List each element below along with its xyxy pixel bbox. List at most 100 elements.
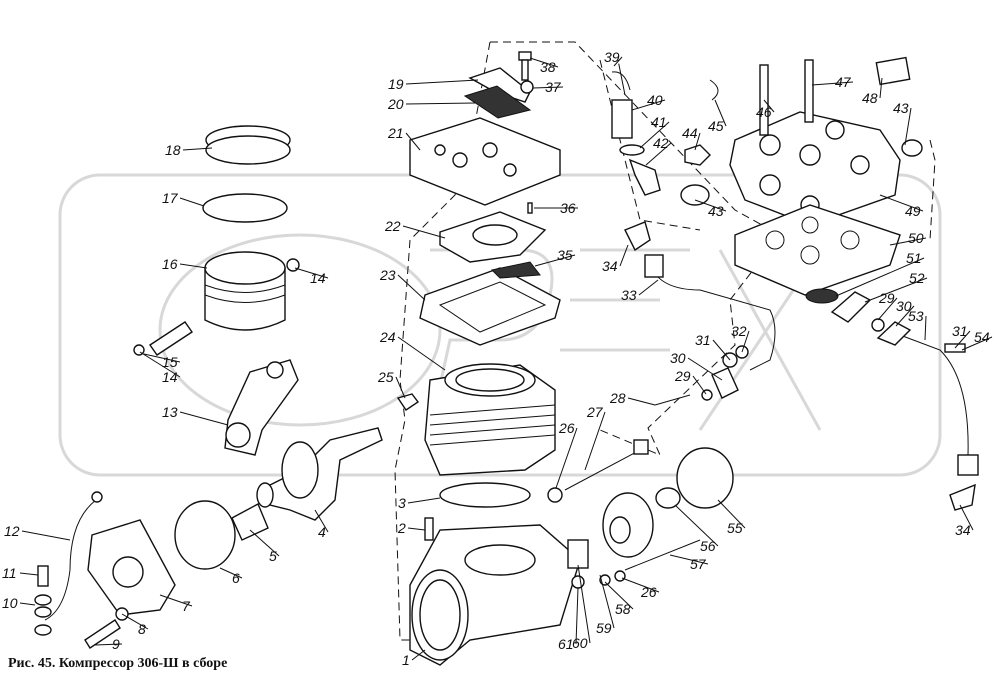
leader-line (397, 274, 426, 301)
callout-50: 50 (908, 230, 924, 246)
leader-line (954, 330, 971, 349)
callout-31: 31 (695, 332, 711, 348)
leader-line (613, 56, 623, 67)
leader-line (638, 279, 659, 296)
callout-11: 11 (2, 565, 17, 581)
leader-line (895, 305, 915, 327)
leader-line (555, 427, 578, 489)
callout-30: 30 (670, 350, 686, 366)
callout-56: 56 (700, 538, 716, 554)
callout-29: 29 (878, 290, 895, 306)
callout-32: 32 (731, 323, 747, 339)
callout-12: 12 (4, 523, 20, 539)
callout-41: 41 (651, 114, 667, 130)
leader-line (19, 602, 36, 606)
leader-line (143, 353, 181, 363)
callout-33: 33 (621, 287, 637, 303)
leader-line (904, 107, 912, 146)
callout-26: 26 (558, 420, 575, 436)
leader-line (631, 99, 666, 111)
callout-61: 61 (558, 636, 574, 652)
callout-57: 57 (690, 556, 707, 572)
leader-line (692, 375, 707, 395)
callout-36: 36 (560, 200, 576, 216)
leader-line (811, 81, 854, 86)
leader-line (121, 613, 149, 630)
leader-line (864, 277, 928, 303)
callout-35: 35 (557, 247, 573, 263)
callout-37: 37 (545, 79, 562, 95)
callout-46: 46 (756, 104, 772, 120)
callout-27: 27 (586, 404, 604, 420)
callout-49: 49 (905, 203, 921, 219)
leader-line (532, 86, 564, 89)
leader-lines (19, 56, 993, 661)
callout-23: 23 (379, 267, 396, 283)
callout-4: 4 (318, 524, 326, 540)
callout-29: 29 (674, 368, 691, 384)
leader-line (959, 504, 974, 531)
callout-51: 51 (906, 250, 922, 266)
leader-line (21, 530, 71, 541)
leader-line (139, 351, 181, 378)
leader-line (604, 581, 634, 610)
callout-59: 59 (596, 620, 612, 636)
callout-20: 20 (387, 96, 404, 112)
leader-line (621, 577, 660, 593)
callout-31: 31 (952, 323, 968, 339)
callout-6: 6 (232, 570, 240, 586)
leader-line (179, 263, 208, 269)
leader-line (763, 99, 775, 113)
callout-43: 43 (893, 100, 909, 116)
leader-line (924, 315, 927, 341)
callout-25: 25 (377, 369, 394, 385)
callout-18: 18 (165, 142, 181, 158)
leader-line (619, 244, 629, 267)
callout-28: 28 (609, 390, 626, 406)
leader-line (669, 554, 709, 565)
figure-caption: Рис. 45. Компрессор 306-Ш в сборе (8, 656, 228, 671)
leader-line (182, 147, 213, 151)
callout-40: 40 (647, 92, 663, 108)
leader-line (159, 594, 193, 607)
leader-line (575, 587, 579, 645)
leader-line (577, 564, 591, 644)
leader-line (879, 194, 924, 212)
leader-line (584, 411, 606, 471)
leader-line (405, 132, 421, 151)
leader-line (529, 57, 559, 68)
callout-15: 15 (162, 354, 178, 370)
callout-55: 55 (727, 520, 743, 536)
callout-16: 16 (162, 256, 178, 272)
leader-line (639, 121, 670, 149)
callout-24: 24 (379, 329, 396, 345)
leader-line (961, 336, 993, 351)
callout-44: 44 (682, 125, 698, 141)
callout-39: 39 (604, 49, 620, 65)
callout-17: 17 (162, 190, 179, 206)
callout-10: 10 (2, 595, 18, 611)
callout-14: 14 (162, 369, 178, 385)
callout-60: 60 (572, 635, 588, 651)
leader-line (889, 237, 927, 246)
leader-line (879, 77, 883, 99)
leader-line (219, 567, 243, 579)
leader-line (94, 643, 123, 646)
leader-line (645, 142, 672, 166)
callout-34: 34 (955, 522, 971, 538)
leader-line (712, 339, 731, 361)
leader-line (19, 572, 39, 576)
leader-line (402, 225, 446, 239)
leader-line (179, 197, 205, 207)
leader-line (627, 397, 656, 406)
leader-line (714, 99, 727, 127)
leader-line (294, 267, 329, 279)
leader-line (405, 102, 476, 105)
callout-21: 21 (387, 125, 404, 141)
callout-54: 54 (974, 329, 990, 345)
callout-3: 3 (398, 495, 406, 511)
leader-line (411, 649, 426, 661)
